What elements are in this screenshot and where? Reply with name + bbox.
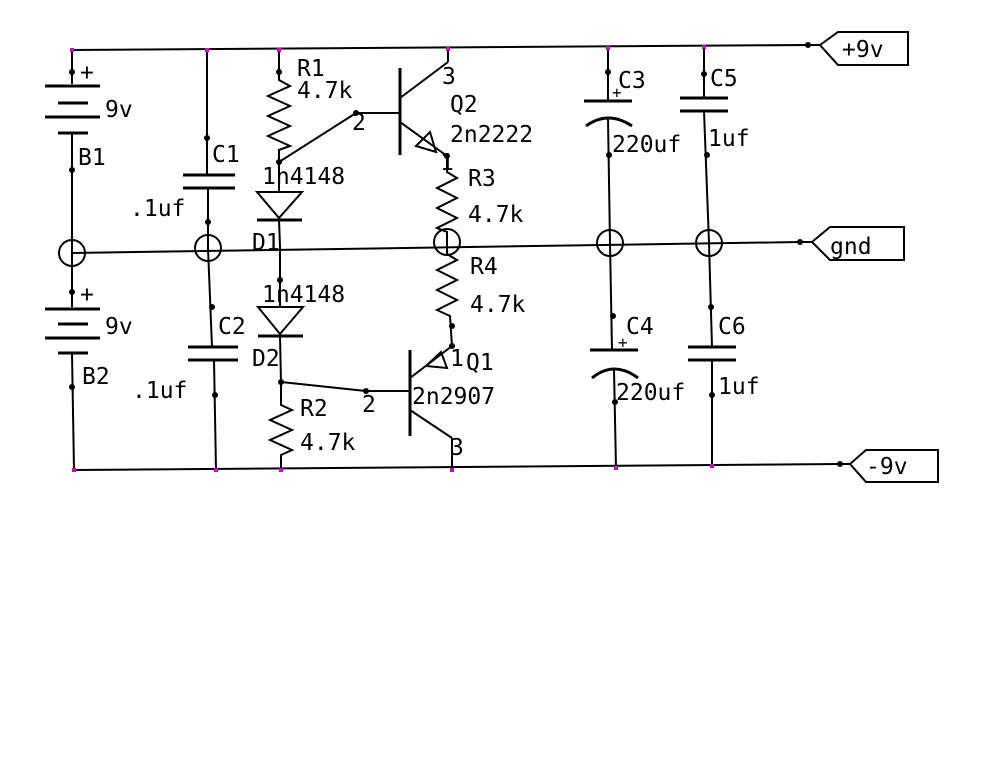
capacitor-c2-value: .1uf	[132, 378, 187, 404]
resistor-r1[interactable]: R1 4.7k	[265, 50, 353, 162]
q1-emitter-pin: 1	[450, 346, 464, 372]
capacitor-c4-polarity: +	[618, 333, 628, 352]
resistor-r1-ref: R1	[297, 56, 325, 82]
resistor-r4-value: 4.7k	[470, 292, 526, 318]
junction-c3-c4	[596, 229, 624, 257]
port-positive[interactable]: +9v	[808, 31, 909, 66]
diode-d1-part: 1n4148	[262, 164, 345, 190]
transistor-q1-ref: Q1	[466, 350, 494, 376]
port-positive-label: +9v	[842, 37, 884, 63]
capacitor-c3-value: 220uf	[612, 132, 681, 158]
resistor-r2-value: 4.7k	[300, 430, 356, 456]
node-dots	[69, 42, 843, 467]
battery-b1-value: 9v	[105, 97, 133, 123]
capacitor-c1-value: .1uf	[130, 196, 185, 222]
resistor-r1-value: 4.7k	[297, 78, 353, 104]
capacitor-c6[interactable]: C6 1uf	[688, 242, 760, 466]
port-negative[interactable]: -9v	[840, 449, 939, 483]
diode-d2[interactable]: 1n4148 D2	[252, 246, 345, 383]
capacitor-c4-value: 220uf	[616, 380, 685, 406]
negative-rail	[73, 463, 841, 471]
q2-base-pin: 2	[352, 110, 366, 136]
junction-c5-c6	[695, 229, 723, 257]
battery-b2-polarity: +	[80, 282, 94, 308]
capacitor-c4-ref: C4	[626, 314, 654, 340]
battery-b2[interactable]: + 9v B2	[45, 253, 133, 471]
port-negative-label: -9v	[866, 454, 908, 480]
junction-c1-c2	[194, 234, 222, 262]
junction-r3-r4	[433, 228, 461, 256]
capacitor-c5-value: 1uf	[708, 126, 750, 152]
positive-rail	[71, 44, 809, 51]
resistor-r3[interactable]: R3 4.7k	[434, 156, 524, 242]
transistor-q2[interactable]: 3 2 1 Q2 2n2222	[352, 50, 533, 176]
capacitor-c2[interactable]: C2 .1uf	[132, 247, 246, 471]
capacitor-c3-polarity: +	[612, 83, 622, 102]
diode-d2-part: 1n4148	[262, 282, 345, 308]
capacitor-c3-ref: C3	[618, 68, 646, 94]
transistor-q2-part: 2n2222	[450, 122, 533, 148]
capacitor-c4[interactable]: C4 + 220uf	[590, 242, 685, 469]
resistor-r3-ref: R3	[468, 166, 496, 192]
resistor-r2-ref: R2	[300, 396, 328, 422]
q1-base-pin: 2	[362, 392, 376, 418]
transistor-q2-ref: Q2	[450, 92, 478, 118]
battery-b1[interactable]: + 9v B1	[45, 50, 133, 253]
port-ground[interactable]: gnd	[800, 226, 905, 261]
junction-b1-b2	[58, 239, 86, 267]
transistor-q1[interactable]: 1 2 3 Q1 2n2907	[362, 345, 495, 470]
diode-d1-ref: D1	[252, 230, 280, 256]
resistor-r4[interactable]: R4 4.7k	[434, 242, 526, 347]
resistor-r3-value: 4.7k	[468, 202, 524, 228]
resistor-r2[interactable]: R2 4.7k	[267, 382, 356, 470]
wire-r2-to-q1-base	[280, 381, 410, 392]
diode-d2-ref: D2	[252, 346, 280, 372]
capacitor-c5[interactable]: C5 1uf	[680, 47, 750, 244]
battery-b1-ref: B1	[78, 145, 106, 171]
capacitor-c1-ref: C1	[212, 142, 240, 168]
diode-d1[interactable]: 1n4148 D1	[252, 162, 345, 256]
capacitor-c3[interactable]: C3 + 220uf	[584, 48, 681, 244]
port-ground-label: gnd	[830, 234, 872, 260]
capacitor-c6-ref: C6	[718, 314, 746, 340]
resistor-r4-ref: R4	[470, 254, 498, 280]
pin-markers	[70, 45, 714, 472]
wire-r1-to-q2-base	[278, 112, 400, 163]
transistor-q1-part: 2n2907	[412, 384, 495, 410]
battery-b1-polarity: +	[80, 60, 94, 86]
capacitor-c5-ref: C5	[710, 66, 738, 92]
battery-b2-ref: B2	[82, 364, 110, 390]
q2-collector-pin: 3	[442, 64, 456, 90]
capacitor-c6-value: 1uf	[718, 374, 760, 400]
q1-collector-pin: 3	[450, 435, 464, 461]
capacitor-c1[interactable]: C1 .1uf	[130, 50, 240, 248]
capacitor-c2-ref: C2	[218, 314, 246, 340]
battery-b2-value: 9v	[105, 314, 133, 340]
ground-junctions	[58, 228, 723, 267]
